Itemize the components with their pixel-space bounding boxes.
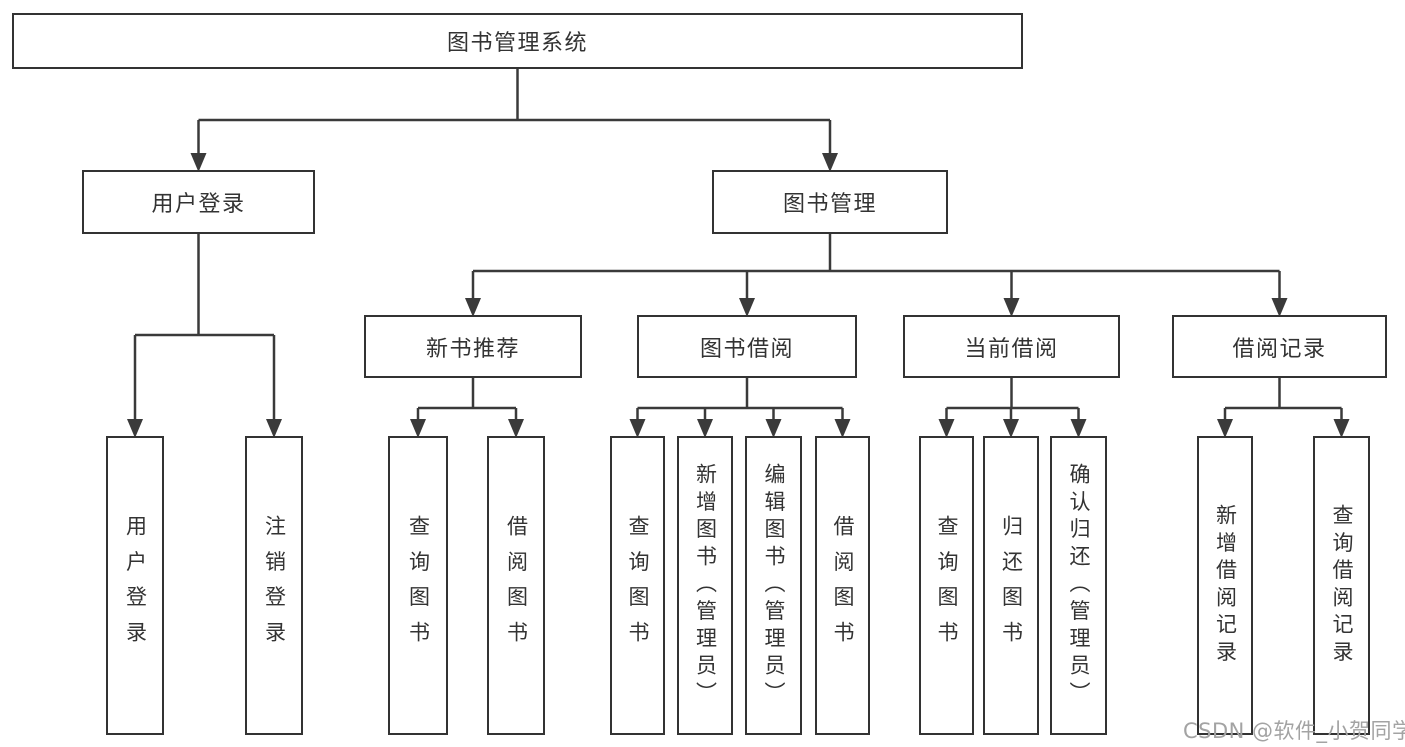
node-current-borrow: 当前借阅 (903, 315, 1120, 378)
node-bb-query: 查询图书 (610, 436, 665, 735)
node-bb-edit: 编辑图书（管理员） (745, 436, 802, 735)
node-label: 查询借阅记录 (1330, 503, 1354, 668)
node-bb-borrow: 借阅图书 (815, 436, 870, 735)
node-label: 编辑图书（管理员） (762, 462, 786, 709)
node-label: 借阅记录 (1232, 336, 1327, 362)
node-label: 用户登录 (123, 514, 148, 657)
node-cb-confirm: 确认归还（管理员） (1050, 436, 1107, 735)
node-label: 图书借阅 (699, 336, 794, 362)
node-label: 当前借阅 (964, 336, 1059, 362)
node-bb-add: 新增图书（管理员） (677, 436, 733, 735)
node-book-mgmt: 图书管理 (712, 170, 948, 234)
node-label: 新增借阅记录 (1213, 503, 1238, 668)
node-label: 查询图书 (626, 514, 650, 657)
node-label: 图书管理 (782, 192, 877, 217)
node-login: 用户登录 (106, 436, 164, 735)
node-book-borrow: 图书借阅 (637, 315, 857, 378)
node-label: 借阅图书 (504, 514, 529, 657)
node-nb-query: 查询图书 (388, 436, 448, 735)
node-borrow-record: 借阅记录 (1172, 315, 1387, 378)
node-label: 注销登录 (262, 514, 287, 657)
node-label: 查询图书 (406, 514, 431, 657)
node-label: 新书推荐 (425, 336, 520, 362)
node-cb-return: 归还图书 (983, 436, 1039, 735)
node-label: 借阅图书 (831, 514, 855, 657)
node-system: 图书管理系统 (12, 13, 1023, 69)
node-br-add: 新增借阅记录 (1197, 436, 1253, 735)
node-br-query: 查询借阅记录 (1313, 436, 1370, 735)
node-new-book-rec: 新书推荐 (364, 315, 582, 378)
node-label: 查询图书 (935, 514, 959, 657)
watermark: CSDN @软件_小贺同学 (1183, 719, 1405, 743)
node-label: 归还图书 (999, 514, 1024, 657)
node-logout: 注销登录 (245, 436, 303, 735)
node-label: 新增图书（管理员） (693, 462, 718, 709)
node-label: 确认归还（管理员） (1067, 462, 1091, 709)
node-cb-query: 查询图书 (919, 436, 974, 735)
node-label: 用户登录 (151, 192, 246, 217)
node-nb-borrow: 借阅图书 (487, 436, 545, 735)
node-label: 图书管理系统 (446, 31, 588, 56)
node-user-login: 用户登录 (82, 170, 315, 234)
